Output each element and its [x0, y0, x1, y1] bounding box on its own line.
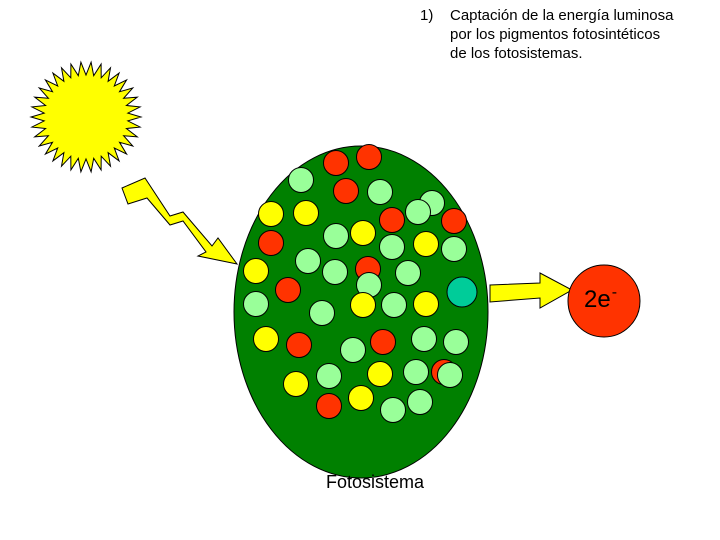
pigment-circle — [258, 230, 284, 256]
pigment-circle — [286, 332, 312, 358]
lightning-arrow-icon — [121, 177, 239, 265]
pigment-circle — [350, 292, 376, 318]
electron-label: 2e- — [584, 284, 617, 314]
pigment-circle — [243, 291, 269, 317]
electron-label-charge: - — [611, 284, 618, 301]
pigment-circle — [395, 260, 421, 286]
pigment-circle — [380, 397, 406, 423]
pigment-circle — [316, 393, 342, 419]
pigment-circle — [309, 300, 335, 326]
pigment-circle — [367, 179, 393, 205]
pigment-circle — [356, 144, 382, 170]
pigment-circle — [293, 200, 319, 226]
pigment-circle — [413, 291, 439, 317]
pigment-circle — [316, 363, 342, 389]
pigment-circle — [283, 371, 309, 397]
pigment-circle — [348, 385, 374, 411]
pigment-circle — [411, 326, 437, 352]
pigment-circle — [323, 150, 349, 176]
pigment-circle — [333, 178, 359, 204]
pigment-circle — [295, 248, 321, 274]
pigment-circle — [288, 167, 314, 193]
caption: 1) Captación de la energía luminosa por … — [420, 6, 716, 63]
pigment-circle — [407, 389, 433, 415]
pigment-group — [243, 144, 478, 423]
pigment-circle — [379, 207, 405, 233]
pigment-circle — [258, 201, 284, 227]
caption-line: por los pigmentos fotosintéticos — [450, 26, 661, 43]
pigment-circle — [405, 199, 431, 225]
pigment-circle — [323, 223, 349, 249]
pigment-circle — [441, 208, 467, 234]
pigment-circle — [437, 362, 463, 388]
pigment-circle — [379, 234, 405, 260]
caption-line: de los fotosistemas. — [450, 45, 583, 62]
pigment-circle — [367, 361, 393, 387]
pigment-circle — [370, 329, 396, 355]
sun-icon — [29, 60, 143, 174]
pigment-circle — [340, 337, 366, 363]
pigment-circle — [446, 276, 478, 308]
caption-number: 1) — [420, 7, 434, 24]
caption-line: Captación de la energía luminosa — [450, 7, 674, 24]
pigment-circle — [381, 292, 407, 318]
photosystem-label: Fotosistema — [326, 472, 425, 492]
pigment-circle — [243, 258, 269, 284]
output-arrow-icon — [489, 272, 574, 309]
pigment-circle — [443, 329, 469, 355]
caption-text: Captación de la energía luminosa por los… — [450, 6, 716, 63]
pigment-circle — [403, 359, 429, 385]
electron-circle — [567, 264, 641, 338]
pigment-circle — [275, 277, 301, 303]
pigment-circle — [413, 231, 439, 257]
pigment-circle — [441, 236, 467, 262]
electron-label-base: 2e — [584, 286, 611, 313]
pigment-circle — [322, 259, 348, 285]
pigment-circle — [253, 326, 279, 352]
pigment-circle — [350, 220, 376, 246]
